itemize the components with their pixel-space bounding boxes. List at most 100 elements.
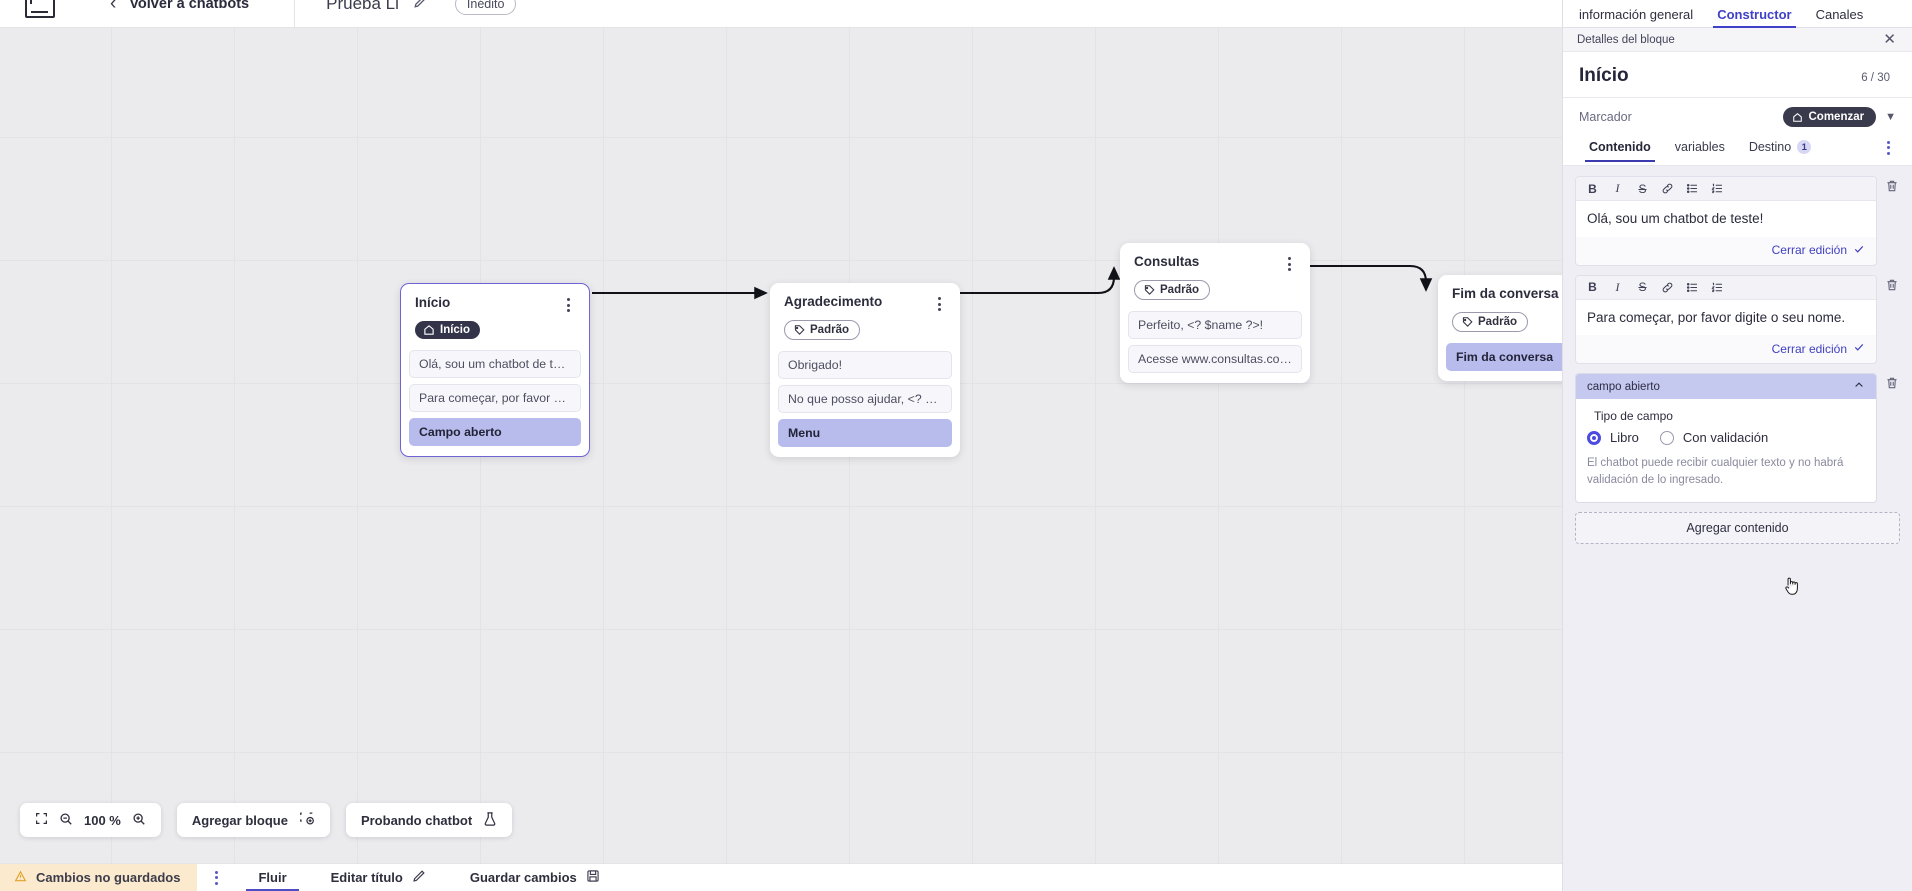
panel-header: Início 6 / 30 — [1563, 52, 1912, 98]
marker-pill-label: Comenzar — [1808, 111, 1865, 123]
italic-icon[interactable]: I — [1615, 181, 1620, 195]
tab-contenido-label: Contenido — [1589, 140, 1651, 154]
zoom-level: 100 % — [84, 812, 121, 828]
field-block: campo abierto Tipo de campo Libro Con va… — [1575, 373, 1877, 503]
node-tag-start: Início — [415, 321, 481, 339]
flow-node-consultas[interactable]: Consultas Padrão Perfeito, <? $name ?>! … — [1120, 243, 1310, 383]
save-changes-button[interactable]: Guardar cambios — [448, 864, 622, 891]
back-to-chatbots-link[interactable]: Volver a chatbots — [129, 0, 250, 12]
fit-screen-icon[interactable] — [35, 812, 48, 828]
zoom-in-icon[interactable] — [132, 812, 146, 829]
editor-text[interactable]: Olá, sou um chatbot de teste! — [1576, 201, 1876, 237]
tab-fluir[interactable]: Fluir — [236, 864, 308, 891]
tab-contenido[interactable]: Contenido — [1579, 140, 1661, 162]
top-bar: ‹ Volver a chatbots Prueba Li Inédito — [0, 0, 1562, 28]
kebab-menu-icon[interactable] — [561, 295, 575, 312]
field-block-header[interactable]: campo abierto — [1576, 374, 1876, 400]
rich-text-editor[interactable]: B I S Para começar, por favor digite o s… — [1575, 274, 1877, 365]
node-tag-default: Padrão — [1452, 312, 1528, 332]
node-row[interactable]: No que posso ajudar, <? $name ... — [778, 385, 952, 413]
tab-informacion-general[interactable]: información general — [1579, 7, 1694, 22]
add-block-icon — [299, 811, 315, 829]
node-row[interactable]: Campo aberto — [409, 418, 581, 446]
chevron-left-icon[interactable]: ‹ — [110, 0, 117, 14]
marker-row: Marcador Comenzar ▼ — [1563, 98, 1912, 136]
fluir-label: Fluir — [258, 870, 287, 885]
field-type-radios: Libro Con validación — [1587, 430, 1865, 445]
home-icon — [1792, 112, 1802, 122]
node-title: Início — [415, 295, 451, 310]
rich-text-editor[interactable]: B I S Olá, sou um chatbot de teste! Cer — [1575, 176, 1877, 266]
test-chatbot-button[interactable]: Probando chatbot — [345, 803, 513, 837]
node-row[interactable]: Obrigado! — [778, 351, 952, 379]
bold-icon[interactable]: B — [1588, 181, 1597, 196]
tab-canales[interactable]: Canales — [1815, 7, 1864, 22]
zoom-out-icon[interactable] — [59, 812, 73, 829]
link-icon[interactable] — [1655, 279, 1680, 296]
kebab-menu-icon[interactable] — [932, 294, 946, 311]
flow-node-agradecimento[interactable]: Agradecimento Padrão Obrigado! No que po… — [770, 283, 960, 457]
bold-icon[interactable]: B — [1588, 280, 1597, 295]
node-rows: Perfeito, <? $name ?>! Acesse www.consul… — [1120, 311, 1310, 373]
edit-title-button[interactable]: Editar título — [309, 864, 448, 891]
node-row[interactable]: Fim da conversa — [1446, 343, 1562, 371]
tab-destino[interactable]: Destino 1 — [1739, 140, 1821, 161]
marker-pill-comenzar[interactable]: Comenzar — [1782, 107, 1877, 127]
bullet-list-icon[interactable] — [1680, 180, 1705, 197]
trash-icon[interactable] — [1885, 275, 1900, 295]
radio-con-validacion[interactable] — [1659, 430, 1674, 445]
radio-libro-label: Libro — [1610, 430, 1639, 446]
kebab-menu-icon[interactable] — [1887, 140, 1902, 161]
close-edit-button[interactable]: Cerrar edición — [1576, 237, 1876, 265]
node-row[interactable]: Acesse www.consultas.com par... — [1128, 345, 1302, 373]
bullet-list-icon[interactable] — [1680, 279, 1705, 296]
strikethrough-icon[interactable]: S — [1638, 280, 1647, 295]
block-details-panel: información general Constructor Canales … — [1562, 0, 1912, 891]
link-icon[interactable] — [1655, 180, 1680, 197]
node-tag-label: Padrão — [810, 324, 849, 336]
flow-canvas[interactable]: Início Início Olá, sou um chatbot de tes… — [0, 28, 1562, 863]
node-rows: Fim da conversa — [1438, 343, 1562, 371]
flow-node-fim-da-conversa[interactable]: Fim da conversa Padrão Fim da conversa — [1438, 275, 1562, 381]
status-badge: Inédito — [454, 0, 517, 15]
numbered-list-icon[interactable] — [1705, 279, 1730, 296]
node-row[interactable]: Para começar, por favor digite o ... — [409, 384, 581, 412]
close-edit-button[interactable]: Cerrar edición — [1576, 335, 1876, 363]
editor-text[interactable]: Para começar, por favor digite o seu nom… — [1576, 299, 1876, 336]
check-icon — [1853, 341, 1865, 356]
node-row[interactable]: Perfeito, <? $name ?>! — [1128, 311, 1302, 339]
trash-icon[interactable] — [1885, 373, 1900, 393]
home-icon — [424, 325, 434, 335]
node-header: Início — [401, 295, 589, 312]
kebab-menu-icon[interactable] — [1282, 254, 1296, 271]
add-block-button[interactable]: Agregar bloque — [176, 803, 330, 837]
close-icon[interactable]: ✕ — [1883, 31, 1896, 48]
add-content-button[interactable]: Agregar contenido — [1575, 511, 1900, 544]
radio-libro[interactable] — [1587, 430, 1601, 445]
panel-body: B I S Olá, sou um chatbot de teste! Cer — [1563, 166, 1912, 891]
numbered-list-icon[interactable] — [1705, 180, 1730, 197]
kebab-menu-icon[interactable] — [197, 864, 236, 891]
radio-con-validacion-label: Con validación — [1682, 430, 1769, 446]
tab-constructor[interactable]: Constructor — [1705, 7, 1803, 28]
italic-icon[interactable]: I — [1615, 279, 1620, 294]
tab-variables[interactable]: variables — [1665, 140, 1735, 161]
flow-node-inicio[interactable]: Início Início Olá, sou um chatbot de tes… — [400, 283, 590, 457]
canvas-toolbar: 100 % Agregar bloque Probando chatbot — [20, 803, 513, 837]
trash-icon[interactable] — [1885, 176, 1900, 196]
node-row[interactable]: Olá, sou um chatbot de teste! — [409, 350, 581, 378]
chevron-up-icon[interactable] — [1853, 379, 1865, 394]
node-row[interactable]: Menu — [778, 419, 952, 447]
app-logo-icon[interactable] — [25, 0, 55, 18]
save-changes-label: Guardar cambios — [469, 870, 577, 885]
content-block-text-1: B I S Olá, sou um chatbot de teste! Cer — [1575, 176, 1900, 266]
strikethrough-icon[interactable]: S — [1638, 181, 1647, 196]
pencil-icon[interactable] — [413, 0, 428, 14]
close-edit-label: Cerrar edición — [1771, 341, 1847, 356]
node-header: Consultas — [1120, 254, 1310, 271]
marker-label: Marcador — [1579, 110, 1632, 124]
node-header: Fim da conversa — [1438, 286, 1562, 303]
node-tag-label: Padrão — [1478, 316, 1517, 328]
edit-title-label: Editar título — [330, 870, 403, 885]
chevron-down-icon[interactable]: ▼ — [1885, 111, 1896, 123]
